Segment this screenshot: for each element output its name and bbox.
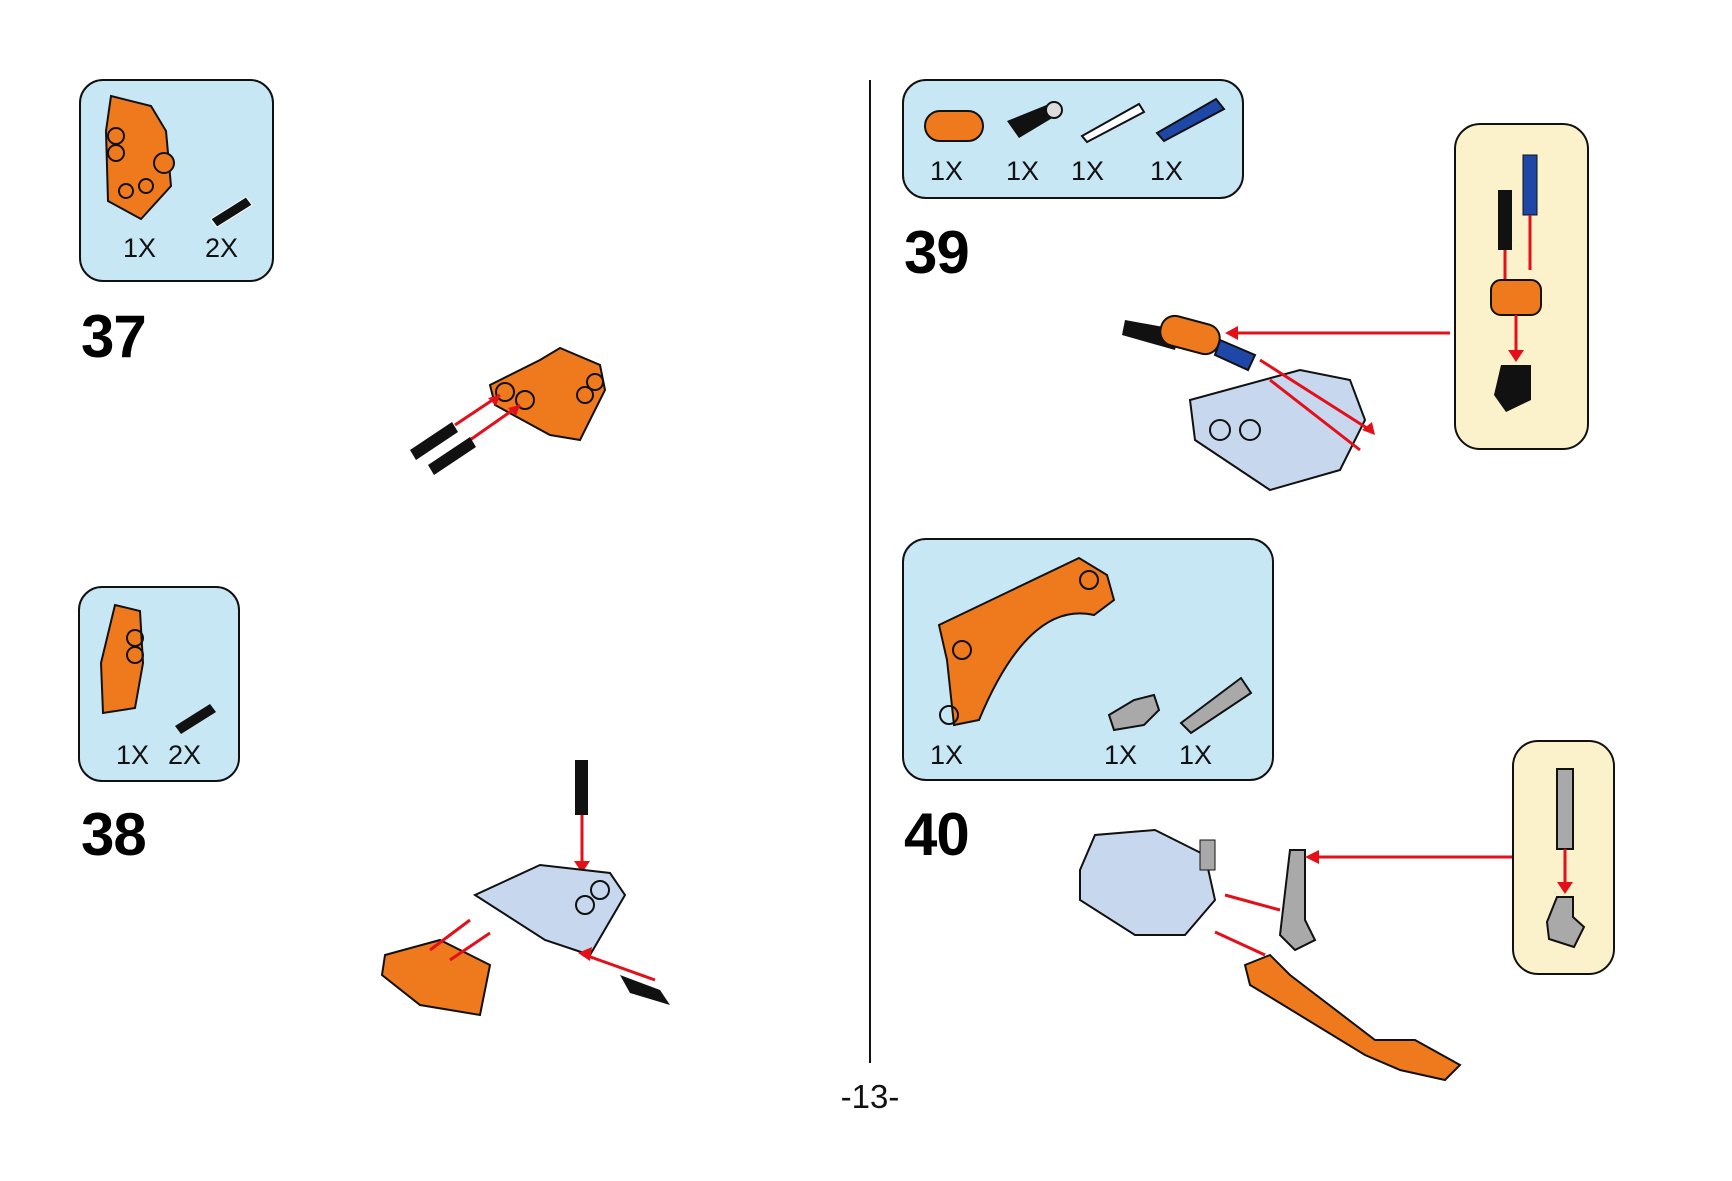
part-quantity: 2X bbox=[168, 740, 202, 770]
step-38-assembly-illustration bbox=[380, 760, 670, 1017]
orange-connector-block-icon bbox=[104, 94, 175, 221]
sub-assembly-illustration bbox=[1545, 768, 1586, 949]
step-number: 39 bbox=[904, 219, 970, 286]
part-quantity: 1X bbox=[930, 740, 964, 770]
step-37-parts-panel: 1X 2X bbox=[79, 79, 274, 282]
step-37-assembly-illustration bbox=[410, 346, 607, 475]
step-number: 40 bbox=[904, 801, 970, 868]
step-38-parts-panel: 1X 2X bbox=[78, 586, 240, 782]
grey-long-pin-icon bbox=[1179, 676, 1253, 735]
step-40-sub-assembly-callout bbox=[1512, 740, 1615, 975]
part-quantity: 1X bbox=[1150, 156, 1184, 186]
page-number: -13- bbox=[840, 1078, 900, 1115]
blue-long-pin-icon bbox=[1155, 97, 1226, 143]
black-axle-connector-icon bbox=[1007, 101, 1063, 138]
part-quantity: 1X bbox=[1104, 740, 1138, 770]
part-quantity: 1X bbox=[123, 233, 157, 263]
page-divider bbox=[869, 80, 871, 1063]
sub-assembly-illustration bbox=[1490, 154, 1542, 412]
part-quantity: 1X bbox=[930, 156, 964, 186]
part-quantity: 1X bbox=[1179, 740, 1213, 770]
part-quantity: 1X bbox=[1071, 156, 1105, 186]
black-friction-pin-icon bbox=[175, 704, 216, 734]
step-number: 37 bbox=[81, 303, 147, 370]
orange-beam-2-icon bbox=[924, 110, 984, 142]
orange-curved-beam-icon bbox=[937, 556, 1116, 727]
step-number: 38 bbox=[81, 801, 147, 868]
step-39-assembly-illustration bbox=[1122, 314, 1450, 492]
part-quantity: 1X bbox=[1006, 156, 1040, 186]
black-axle-pin-icon bbox=[1080, 102, 1146, 144]
step-40-assembly-illustration bbox=[1079, 828, 1515, 1082]
step-39-sub-assembly-callout bbox=[1454, 123, 1589, 450]
step-39-parts-panel: 1X 1X 1X 1X bbox=[902, 79, 1244, 199]
part-quantity: 1X bbox=[116, 740, 150, 770]
step-40-parts-panel: 1X 1X 1X bbox=[902, 538, 1274, 781]
part-quantity: 2X bbox=[205, 233, 239, 263]
grey-pin-connector-icon bbox=[1107, 693, 1161, 732]
black-friction-pin-icon bbox=[210, 196, 253, 228]
orange-angled-connector-icon bbox=[99, 603, 145, 715]
